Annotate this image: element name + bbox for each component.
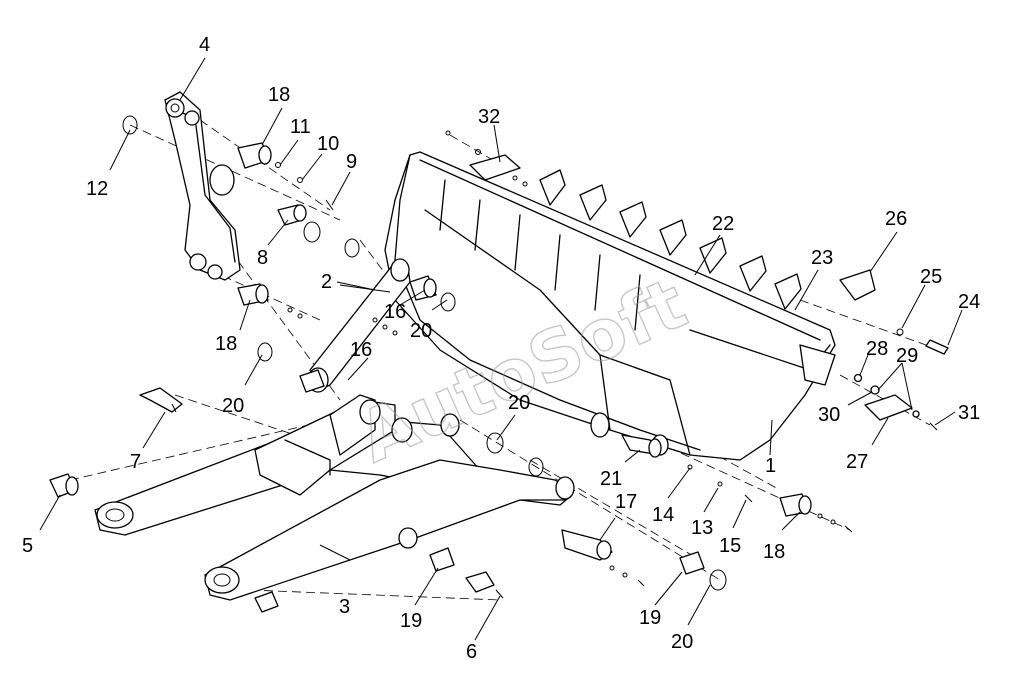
callout-8: 8: [257, 247, 268, 269]
callout-10: 10: [317, 133, 339, 155]
callout-23: 23: [811, 247, 833, 269]
callout-29: 29: [896, 345, 918, 367]
callout-21: 21: [600, 468, 622, 490]
callout-6: 6: [466, 641, 477, 663]
pins-and-hardware: [49, 115, 949, 613]
callout-20b: 20: [222, 395, 244, 417]
callout-12: 12: [86, 178, 108, 200]
callout-19a: 19: [400, 610, 422, 632]
callout-19b: 19: [639, 607, 661, 629]
callout-17: 17: [615, 491, 637, 513]
callout-7: 7: [130, 451, 141, 473]
callout-26: 26: [885, 208, 907, 230]
callout-16a: 16: [384, 301, 406, 323]
callout-1: 1: [765, 455, 776, 477]
callout-13: 13: [691, 517, 713, 539]
callout-22: 22: [712, 213, 734, 235]
callout-labels: 1 2 3 4 5 6 7 8 9 10 11 12 13 14 15 16 1…: [22, 34, 980, 663]
callout-18a: 18: [268, 84, 290, 106]
callout-2: 2: [321, 271, 332, 293]
callout-4: 4: [199, 34, 210, 56]
callout-9: 9: [346, 151, 357, 173]
callout-20c: 20: [508, 392, 530, 414]
callout-leaders: [39, 57, 963, 641]
cross-tube: [254, 394, 460, 496]
callout-11: 11: [290, 116, 311, 138]
callout-20a: 20: [410, 320, 432, 342]
bellcrank-plates: [164, 91, 241, 281]
callout-30: 30: [818, 404, 840, 426]
callout-27: 27: [846, 451, 868, 473]
lift-arm-front: [204, 459, 575, 601]
callout-15: 15: [719, 535, 741, 557]
callout-14: 14: [652, 504, 674, 526]
callout-32: 32: [478, 106, 500, 128]
callout-24: 24: [958, 291, 980, 313]
callout-18b: 18: [215, 333, 237, 355]
callout-16b: 16: [350, 339, 372, 361]
bucket: [384, 151, 836, 461]
callout-5: 5: [22, 535, 33, 557]
callout-25: 25: [920, 266, 942, 288]
callout-31: 31: [958, 402, 980, 424]
callout-28: 28: [866, 338, 888, 360]
callout-18c: 18: [763, 541, 785, 563]
callout-20d: 20: [671, 631, 693, 653]
callout-3: 3: [339, 596, 350, 618]
